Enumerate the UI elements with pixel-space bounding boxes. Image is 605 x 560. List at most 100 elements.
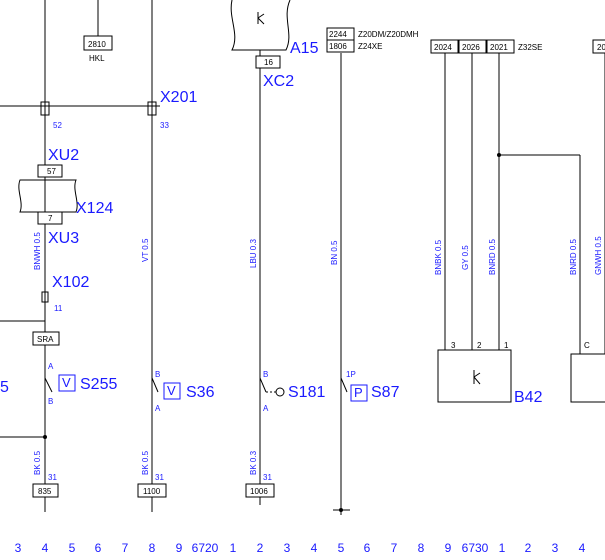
- ruler-label: 6: [95, 541, 102, 555]
- pin-11: 11: [54, 304, 63, 313]
- label-5: 5: [0, 379, 9, 396]
- switch-s87-box: [350, 384, 368, 402]
- box-text-2026: 2026: [462, 43, 480, 52]
- pin-33: 33: [160, 121, 169, 130]
- label-x102: X102: [52, 274, 89, 291]
- ruler-label: 3: [552, 541, 559, 555]
- ruler-label: 2: [257, 541, 264, 555]
- box-2024: [430, 39, 459, 54]
- pin-a-s255: A: [48, 362, 54, 371]
- ruler-label: 4: [42, 541, 49, 555]
- box-sra: [32, 331, 60, 346]
- ruler-label: 9: [176, 541, 183, 555]
- switch-s181-contact: [259, 377, 267, 393]
- ruler-label: 8: [149, 541, 156, 555]
- junction: [497, 153, 501, 157]
- ruler-label: 6720: [192, 541, 219, 555]
- next-component-outline: [570, 353, 605, 403]
- switch-s255-contact: [44, 377, 53, 393]
- box-text-835: 835: [38, 487, 52, 496]
- a15-outline: [230, 0, 291, 51]
- ruler-label: 4: [579, 541, 586, 555]
- ruler-label: 1: [230, 541, 237, 555]
- box-text-1806: 1806: [329, 42, 347, 51]
- wire-label-bnwh: BNWH 0.5: [33, 232, 42, 270]
- box-text-1100: 1100: [143, 487, 161, 496]
- box-text-20: 20: [597, 43, 605, 52]
- box-text-sra: SRA: [37, 335, 54, 344]
- pin-31-b: 31: [155, 473, 164, 482]
- wire-label-bk-2: BK 0.5: [141, 450, 150, 475]
- switch-s181-knob: [275, 387, 285, 397]
- box-16: [255, 55, 281, 69]
- label-a15: A15: [290, 40, 319, 57]
- box-1006: [245, 483, 275, 498]
- box-text-2021: 2021: [490, 43, 508, 52]
- ruler-label: 3: [284, 541, 291, 555]
- switch-s255-box: [58, 374, 76, 392]
- pin-b-s36: B: [155, 370, 160, 379]
- label-xu3: XU3: [48, 230, 79, 247]
- ruler-label: 6730: [462, 541, 489, 555]
- box-text-16: 16: [264, 58, 273, 67]
- label-s181: S181: [288, 384, 325, 401]
- ruler-label: 4: [311, 541, 318, 555]
- box-text-57: 57: [47, 167, 56, 176]
- switch-s36-v: V: [167, 383, 176, 398]
- label-s255: S255: [80, 376, 117, 393]
- x124-outline: [18, 179, 78, 213]
- ruler-label: 6: [364, 541, 371, 555]
- box-2810: [83, 35, 113, 51]
- pin-31-a: 31: [48, 473, 57, 482]
- switch-s87-contact: [340, 377, 348, 393]
- wire-label-bnrd: BNRD 0.5: [488, 238, 497, 275]
- label-xu2: XU2: [48, 147, 79, 164]
- label-b42: B42: [514, 389, 543, 406]
- ruler-label: 7: [122, 541, 129, 555]
- wire-label-bk-1: BK 0.5: [33, 450, 42, 475]
- switch-s36-box: [163, 382, 181, 400]
- ruler-label: 9: [445, 541, 452, 555]
- label-z24xe: Z24XE: [358, 42, 382, 51]
- pin-a-s181: A: [263, 404, 269, 413]
- box-1806: [326, 39, 355, 53]
- ruler-label: 1: [499, 541, 506, 555]
- box-text-2810: 2810: [88, 40, 106, 49]
- box-text-7: 7: [48, 214, 53, 223]
- label-z32se: Z32SE: [518, 43, 542, 52]
- label-s36: S36: [186, 384, 215, 401]
- transistor-icon: [473, 370, 481, 385]
- pin-b-s255: B: [48, 397, 53, 406]
- wire-label-bnrd-2: BNRD 0.5: [569, 238, 578, 275]
- switch-s255-v: V: [62, 375, 71, 390]
- ruler-label: 8: [418, 541, 425, 555]
- label-xc2: XC2: [263, 73, 294, 90]
- label-hkl: HKL: [89, 54, 105, 63]
- bottom-ruler: 3 4 5 6 7 8 9 6720 1 2 3 4 5 6 7 8 9 673…: [15, 541, 586, 555]
- junction: [43, 435, 47, 439]
- ruler-label: 5: [338, 541, 345, 555]
- connector-33: [147, 101, 157, 116]
- wire-label-bn: BN 0.5: [330, 240, 339, 265]
- pin-3-b42: 3: [451, 341, 456, 350]
- pin-a-s36: A: [155, 404, 161, 413]
- connector-11: [41, 291, 49, 303]
- label-z20dm: Z20DM/Z20DMH: [358, 30, 419, 39]
- wire-label-lbu: LBU 0.3: [249, 239, 258, 268]
- box-text-1006: 1006: [250, 487, 268, 496]
- box-text-2024: 2024: [434, 43, 452, 52]
- label-x124: X124: [76, 200, 113, 217]
- junction: [339, 508, 343, 512]
- box-text-2244: 2244: [329, 30, 347, 39]
- label-s87: S87: [371, 384, 400, 401]
- wire-label-gy: GY 0.5: [461, 245, 470, 270]
- box-20: [592, 39, 605, 54]
- ruler-label: 2: [525, 541, 532, 555]
- wire-label-gnwh: GNWH 0.5: [594, 236, 603, 275]
- label-x201: X201: [160, 89, 197, 106]
- pin-2-b42: 2: [477, 341, 482, 350]
- box-2026: [458, 39, 487, 54]
- ruler-label: 5: [69, 541, 76, 555]
- pin-52: 52: [53, 121, 62, 130]
